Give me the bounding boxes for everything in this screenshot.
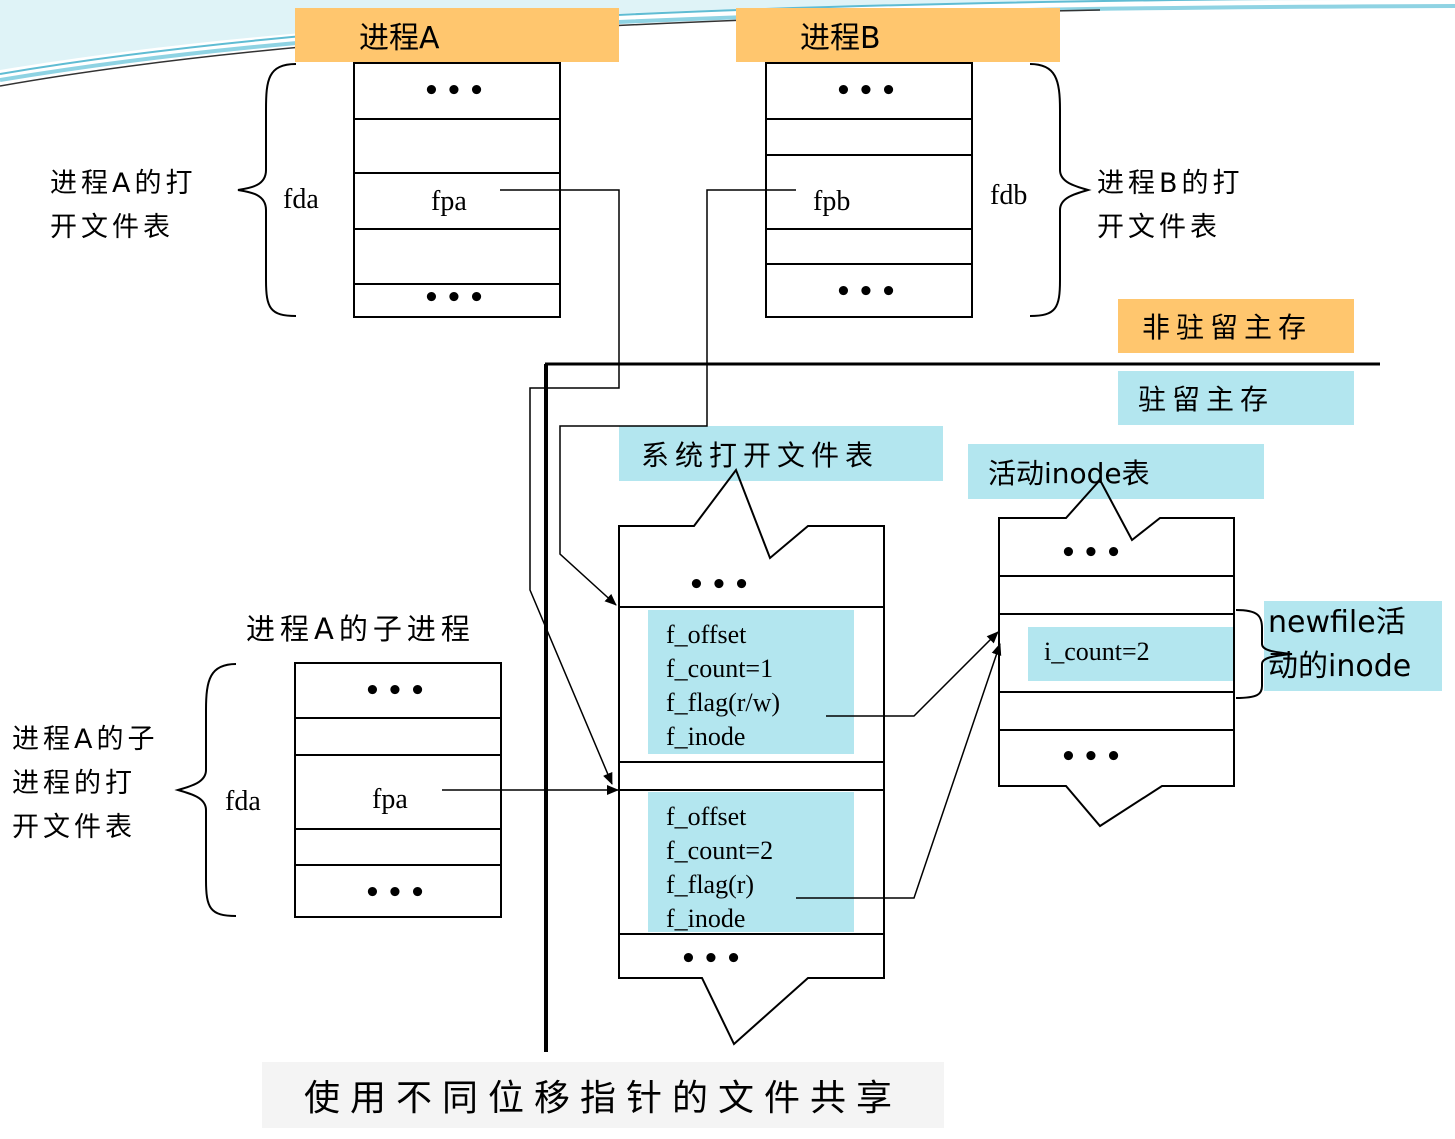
file-entry-2: f_offset f_count=2 f_flag(r) f_inode — [648, 792, 854, 933]
inode-table-title-text: 活动inode表 — [988, 456, 1150, 490]
non-resident-text: 非驻留主存 — [1142, 311, 1313, 344]
resident-memory-label: 驻留主存 — [1118, 371, 1354, 425]
entry1-flag: f_flag(r/w) — [666, 688, 781, 717]
fpa-label: fpa — [431, 186, 467, 217]
dots-bottom: ••• — [423, 283, 491, 313]
entry1-inode: f_inode — [666, 722, 746, 751]
entry2-flag: f_flag(r) — [666, 870, 755, 899]
process-a-row-empty — [355, 120, 559, 174]
resident-text: 驻留主存 — [1138, 383, 1275, 416]
process-a-row-dots-top: ••• — [355, 64, 559, 120]
process-b-row-dots-bottom: ••• — [767, 265, 971, 316]
entry1-offset: f_offset — [666, 620, 747, 649]
file-entry-1: f_offset f_count=1 f_flag(r/w) f_inode — [648, 610, 854, 754]
dots-top: ••• — [364, 676, 432, 706]
child-process-title: 进程A的子进程 — [246, 612, 475, 646]
system-table-title: 系统打开文件表 — [619, 426, 943, 481]
entry2-count: f_count=2 — [666, 836, 774, 865]
process-b-title: 进程B — [736, 8, 1060, 62]
process-b-title-text: 进程B — [800, 21, 881, 56]
process-b-table: ••• fpb ••• — [765, 62, 973, 318]
process-b-row-empty — [767, 120, 971, 156]
process-a-row-dots-bottom: ••• — [355, 285, 559, 316]
child-row-empty — [296, 719, 500, 756]
child-row-dots-bottom: ••• — [296, 866, 500, 916]
dots-top: ••• — [835, 76, 903, 106]
child-process-table: ••• fpa ••• — [294, 662, 502, 918]
process-a-row-empty-2 — [355, 230, 559, 285]
process-a-row-fpa: fpa — [355, 174, 559, 230]
child-row-dots-top: ••• — [296, 664, 500, 719]
process-a-side-label: 进程A的打 开文件表 — [50, 168, 197, 243]
system-table-title-text: 系统打开文件表 — [641, 438, 880, 472]
child-fpa-label: fpa — [372, 784, 408, 815]
caption-text: 使用不同位移指针的文件共享 — [303, 1078, 902, 1119]
inode-dots-top: ••• — [1060, 538, 1128, 568]
entry2-inode: f_inode — [666, 904, 746, 933]
inode-field: i_count=2 — [1028, 627, 1234, 681]
inode-dots-bottom: ••• — [1060, 742, 1128, 772]
header-wave-decoration — [0, 0, 1455, 87]
process-b-row-empty-2 — [767, 230, 971, 265]
process-b-row-dots-top: ••• — [767, 64, 971, 120]
process-a-title-text: 进程A — [359, 21, 440, 56]
dots-bottom: ••• — [835, 277, 903, 307]
inode-table-title: 活动inode表 — [968, 444, 1264, 499]
system-dots-bottom: ••• — [680, 944, 748, 974]
process-b-fd-label: fdb — [990, 180, 1028, 211]
dots-top: ••• — [423, 76, 491, 106]
entry2-offset: f_offset — [666, 802, 747, 831]
process-a-table: ••• fpa ••• — [353, 62, 561, 318]
child-side-label: 进程A的子 进程的打 开文件表 — [12, 724, 159, 843]
entry1-count: f_count=1 — [666, 654, 774, 683]
system-dots-top: ••• — [688, 570, 756, 600]
child-row-fpa: fpa — [296, 756, 500, 830]
process-b-side-label: 进程B的打 开文件表 — [1097, 168, 1244, 243]
fpb-label: fpb — [813, 186, 851, 217]
newfile-inode-label: newfile活 动的inode — [1264, 601, 1442, 691]
process-b-row-fpb: fpb — [767, 156, 971, 230]
diagram-caption: 使用不同位移指针的文件共享 — [262, 1062, 944, 1128]
non-resident-memory-label: 非驻留主存 — [1118, 299, 1354, 353]
process-a-title: 进程A — [295, 8, 619, 62]
child-fd-label: fda — [225, 786, 261, 817]
newfile-inode-text: newfile活 动的inode — [1268, 605, 1412, 684]
process-a-fd-label: fda — [283, 184, 319, 215]
inode-count: i_count=2 — [1044, 637, 1150, 666]
child-row-empty-2 — [296, 830, 500, 866]
dots-bottom: ••• — [364, 878, 432, 908]
